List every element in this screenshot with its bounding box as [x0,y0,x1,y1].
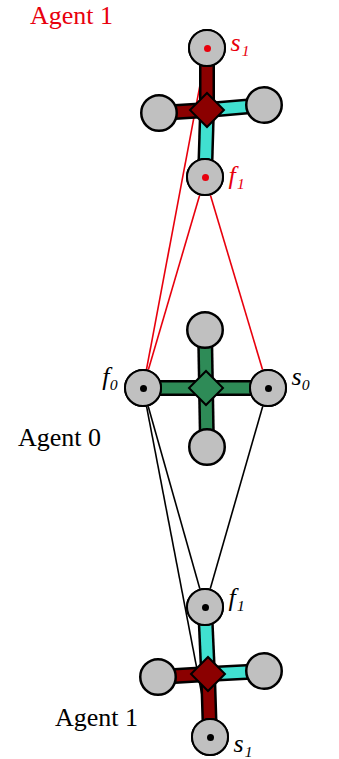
rotor-point: s₁ [191,718,229,756]
body-diamond [190,93,224,127]
point-dot [202,604,209,611]
agent-group: Agent 1s₁f₁ [122,25,292,195]
point-label: f₁ [229,162,245,191]
rotor [141,95,177,131]
rotor-point: f₁ [186,158,224,196]
rotor-point: s₀ [249,369,287,407]
connector-line [148,406,200,588]
agent-label: Agent 1 [30,2,113,31]
point-label: s₁ [234,730,253,759]
point-label: s₀ [292,363,311,392]
rotor [246,87,282,123]
agent-label: Agent 1 [55,704,138,733]
agent-group: Agent 1f₁s₁ [123,589,293,759]
rotor-point: s₁ [188,29,226,67]
rotor [246,653,282,689]
body-diamond [189,371,223,405]
point-dot [207,734,214,741]
agent-group: Agent 0f₀s₀ [121,303,291,473]
body-diamond [191,657,225,691]
rotor [140,659,176,695]
rotor [189,429,225,465]
point-dot [204,45,211,52]
point-label: f₀ [102,363,118,392]
point-label: s₁ [231,29,250,58]
rotor [187,312,223,348]
point-dot [202,174,209,181]
point-label: f₁ [229,584,245,613]
agent-label: Agent 0 [18,424,101,453]
rotor-point: f₁ [186,588,224,626]
rotor-point: f₀ [124,369,162,407]
point-dot [140,385,147,392]
point-dot [265,385,272,392]
